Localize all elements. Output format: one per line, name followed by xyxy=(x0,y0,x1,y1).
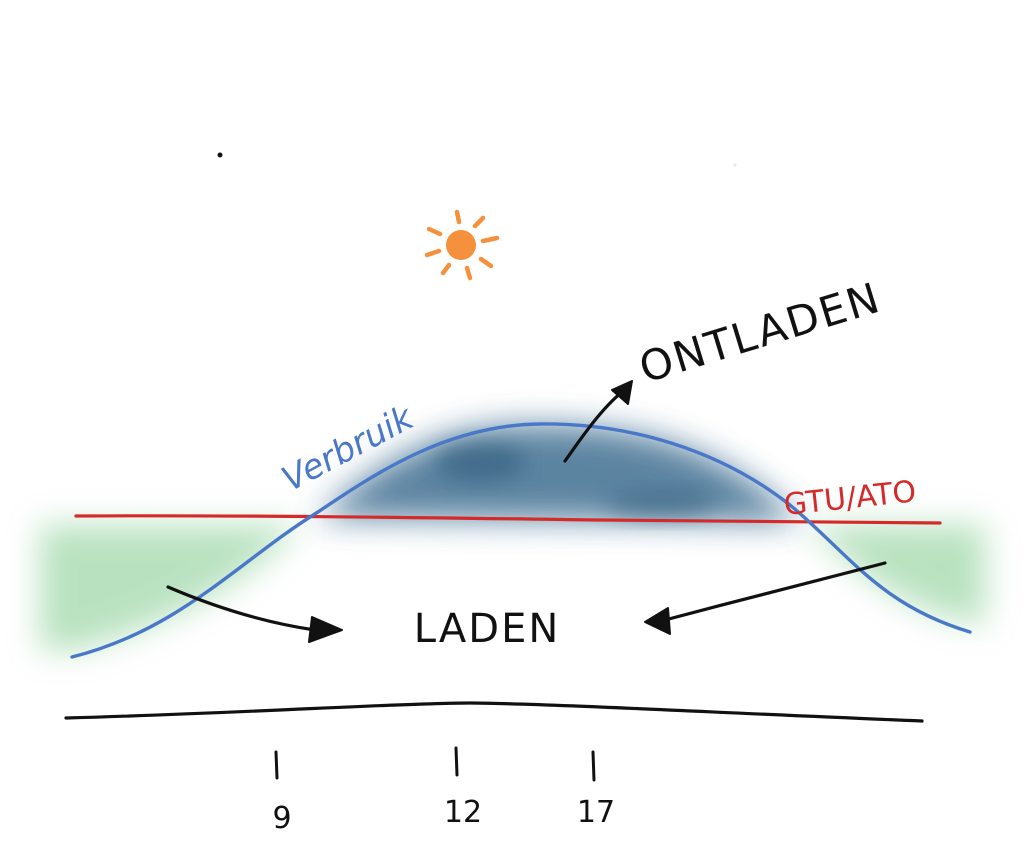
tick-label-17: 17 xyxy=(577,795,615,830)
time-axis xyxy=(64,701,924,723)
ink-dot xyxy=(217,152,223,158)
arrow-head-right xyxy=(644,607,671,635)
arrow-icon xyxy=(166,380,887,643)
threshold-label: GTU/ATO xyxy=(782,474,918,523)
discharge-label: ONTLADEN xyxy=(634,273,887,393)
charge-area-right xyxy=(808,525,985,625)
discharge-area xyxy=(318,425,800,522)
arrow-left-to-laden xyxy=(166,585,317,632)
consumption-curve xyxy=(70,422,972,659)
tick-mark-17 xyxy=(591,750,596,782)
charge-label: LADEN xyxy=(414,606,561,652)
arrow-right-to-laden xyxy=(663,561,887,622)
axis-ticks xyxy=(274,746,596,782)
tick-mark-12 xyxy=(454,746,459,777)
tick-label-9: 9 xyxy=(272,801,291,836)
sun-icon xyxy=(424,209,500,281)
tick-mark-9 xyxy=(274,750,279,780)
arrow-head-left xyxy=(308,616,343,643)
threshold-line xyxy=(74,514,942,525)
tick-label-12: 12 xyxy=(444,795,482,830)
faint-dot xyxy=(733,163,737,167)
arrow-head-ontladen xyxy=(611,380,633,405)
arrow-to-ontladen xyxy=(563,390,624,463)
